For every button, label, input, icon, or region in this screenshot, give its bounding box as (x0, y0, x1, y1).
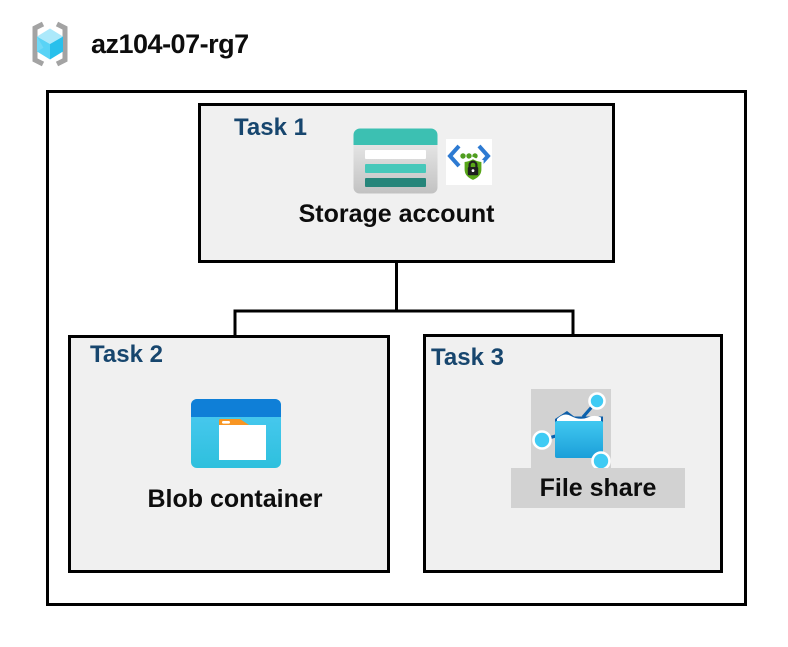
task3-box: Task 3 (423, 334, 723, 573)
blob-container-label: Blob container (147, 485, 323, 513)
blob-container-icon (191, 399, 281, 468)
resource-group-header: az104-07-rg7 (27, 20, 249, 68)
storage-account-label: Storage account (298, 200, 495, 228)
file-share-icon (531, 389, 611, 471)
file-share-label-highlight: File share (511, 468, 685, 508)
file-share-label: File share (539, 473, 657, 502)
task1-box: Task 1 (198, 103, 615, 263)
resource-group-name: az104-07-rg7 (91, 28, 249, 59)
task2-box: Task 2 Blob container (68, 335, 390, 573)
task3-label: Task 3 (431, 344, 504, 371)
task1-label: Task 1 (234, 114, 307, 141)
secure-endpoint-lock-icon (446, 139, 492, 185)
file-share-icon-highlight (531, 389, 611, 471)
resource-group-icon (27, 20, 73, 68)
storage-account-icon (353, 128, 438, 194)
task2-label: Task 2 (90, 341, 163, 368)
